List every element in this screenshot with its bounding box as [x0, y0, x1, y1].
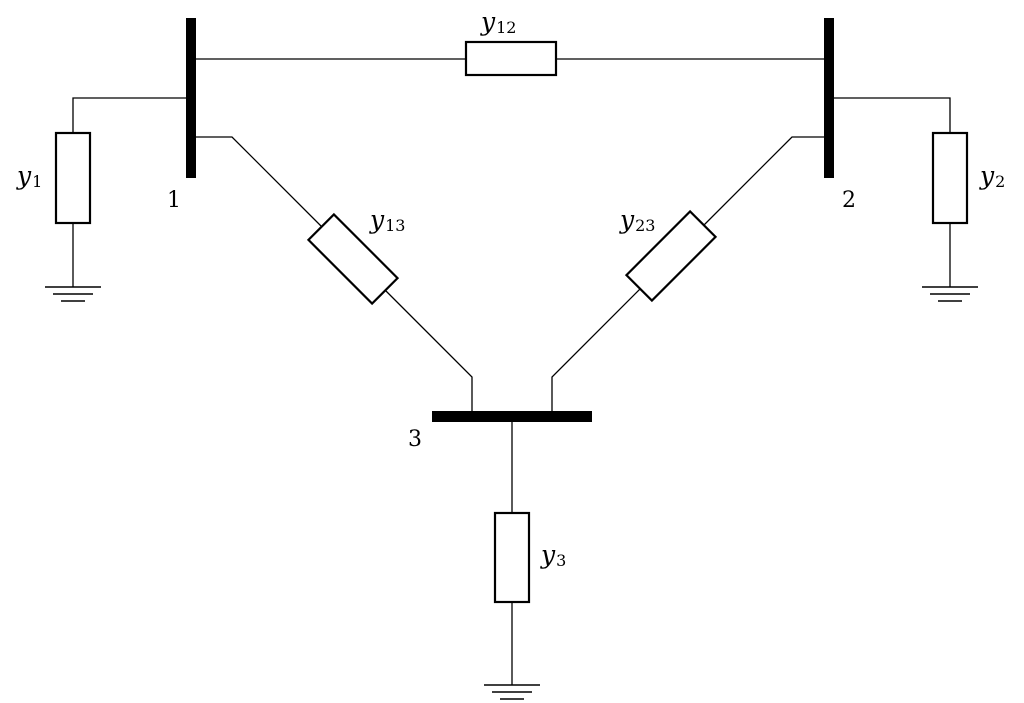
impedance-13	[306, 212, 400, 306]
bus-bar-1	[186, 18, 196, 178]
label-y23: y23	[619, 205, 655, 235]
shunt-1-wire-top	[72, 97, 186, 133]
bus-3-label: 3	[408, 427, 422, 452]
line-23-top	[697, 136, 824, 232]
impedance-shunt-2	[931, 131, 969, 225]
line-23-bottom	[551, 286, 643, 411]
bus-bar-2	[824, 18, 834, 178]
label-y12: y12	[480, 7, 516, 37]
impedance-shunt-1	[54, 131, 92, 225]
line-13-bottom	[381, 286, 473, 411]
ground-icon	[922, 286, 978, 302]
label-y1: y1	[16, 161, 42, 191]
bus-bar-3	[432, 411, 592, 422]
impedance-23	[624, 209, 718, 303]
ground-icon	[45, 286, 101, 302]
impedance-shunt-3	[493, 511, 531, 604]
shunt-2-wire-top	[834, 97, 951, 133]
label-y3: y3	[540, 540, 566, 570]
bus-2-label: 2	[842, 188, 856, 213]
label-y2: y2	[979, 161, 1005, 191]
impedance-12	[464, 40, 558, 77]
label-y13: y13	[369, 205, 405, 235]
bus-1-label: 1	[167, 188, 181, 213]
ground-icon	[484, 684, 540, 700]
line-13-top	[196, 136, 327, 232]
